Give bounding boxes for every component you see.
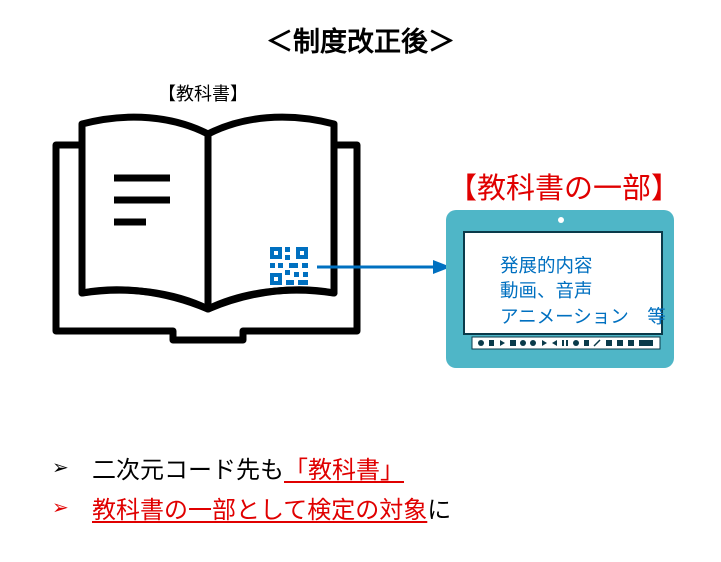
screen-line-3: アニメーション 等 (500, 307, 666, 328)
tablet-label: 【教科書の一部】 (448, 171, 681, 205)
bullet-item-1: ➢ 二次元コード先も 「教科書」 (52, 447, 451, 487)
book-label: 【教科書】 (158, 84, 248, 105)
tablet-screen (463, 231, 663, 335)
text-lines-icon (114, 174, 170, 226)
bullet-item-2: ➢ 教科書の一部として検定の対象 に (52, 487, 451, 527)
book-left-page (78, 113, 212, 313)
tablet-icon (446, 210, 674, 368)
screen-line-2: 動画、音声 (500, 281, 593, 302)
qr-code-icon (270, 247, 308, 285)
book-right-page (204, 113, 338, 313)
page-title: ＜制度改正後＞ (266, 27, 455, 58)
media-controls-icon (471, 336, 661, 350)
open-book-icon (52, 113, 361, 344)
bullet-2-highlight: 教科書の一部として検定の対象 (92, 495, 428, 524)
screen-line-1: 発展的内容 (500, 256, 593, 277)
bullet-2-suffix: に (427, 495, 452, 524)
bullet-1-text: 二次元コード先も (92, 455, 284, 484)
bullet-1-highlight: 「教科書」 (284, 455, 404, 484)
arrow-bullet-icon: ➢ (52, 455, 69, 479)
bullet-list: ➢ 二次元コード先も 「教科書」 ➢ 教科書の一部として検定の対象 に (52, 447, 451, 527)
arrow-right-icon (317, 260, 451, 274)
arrow-bullet-icon: ➢ (52, 495, 69, 519)
